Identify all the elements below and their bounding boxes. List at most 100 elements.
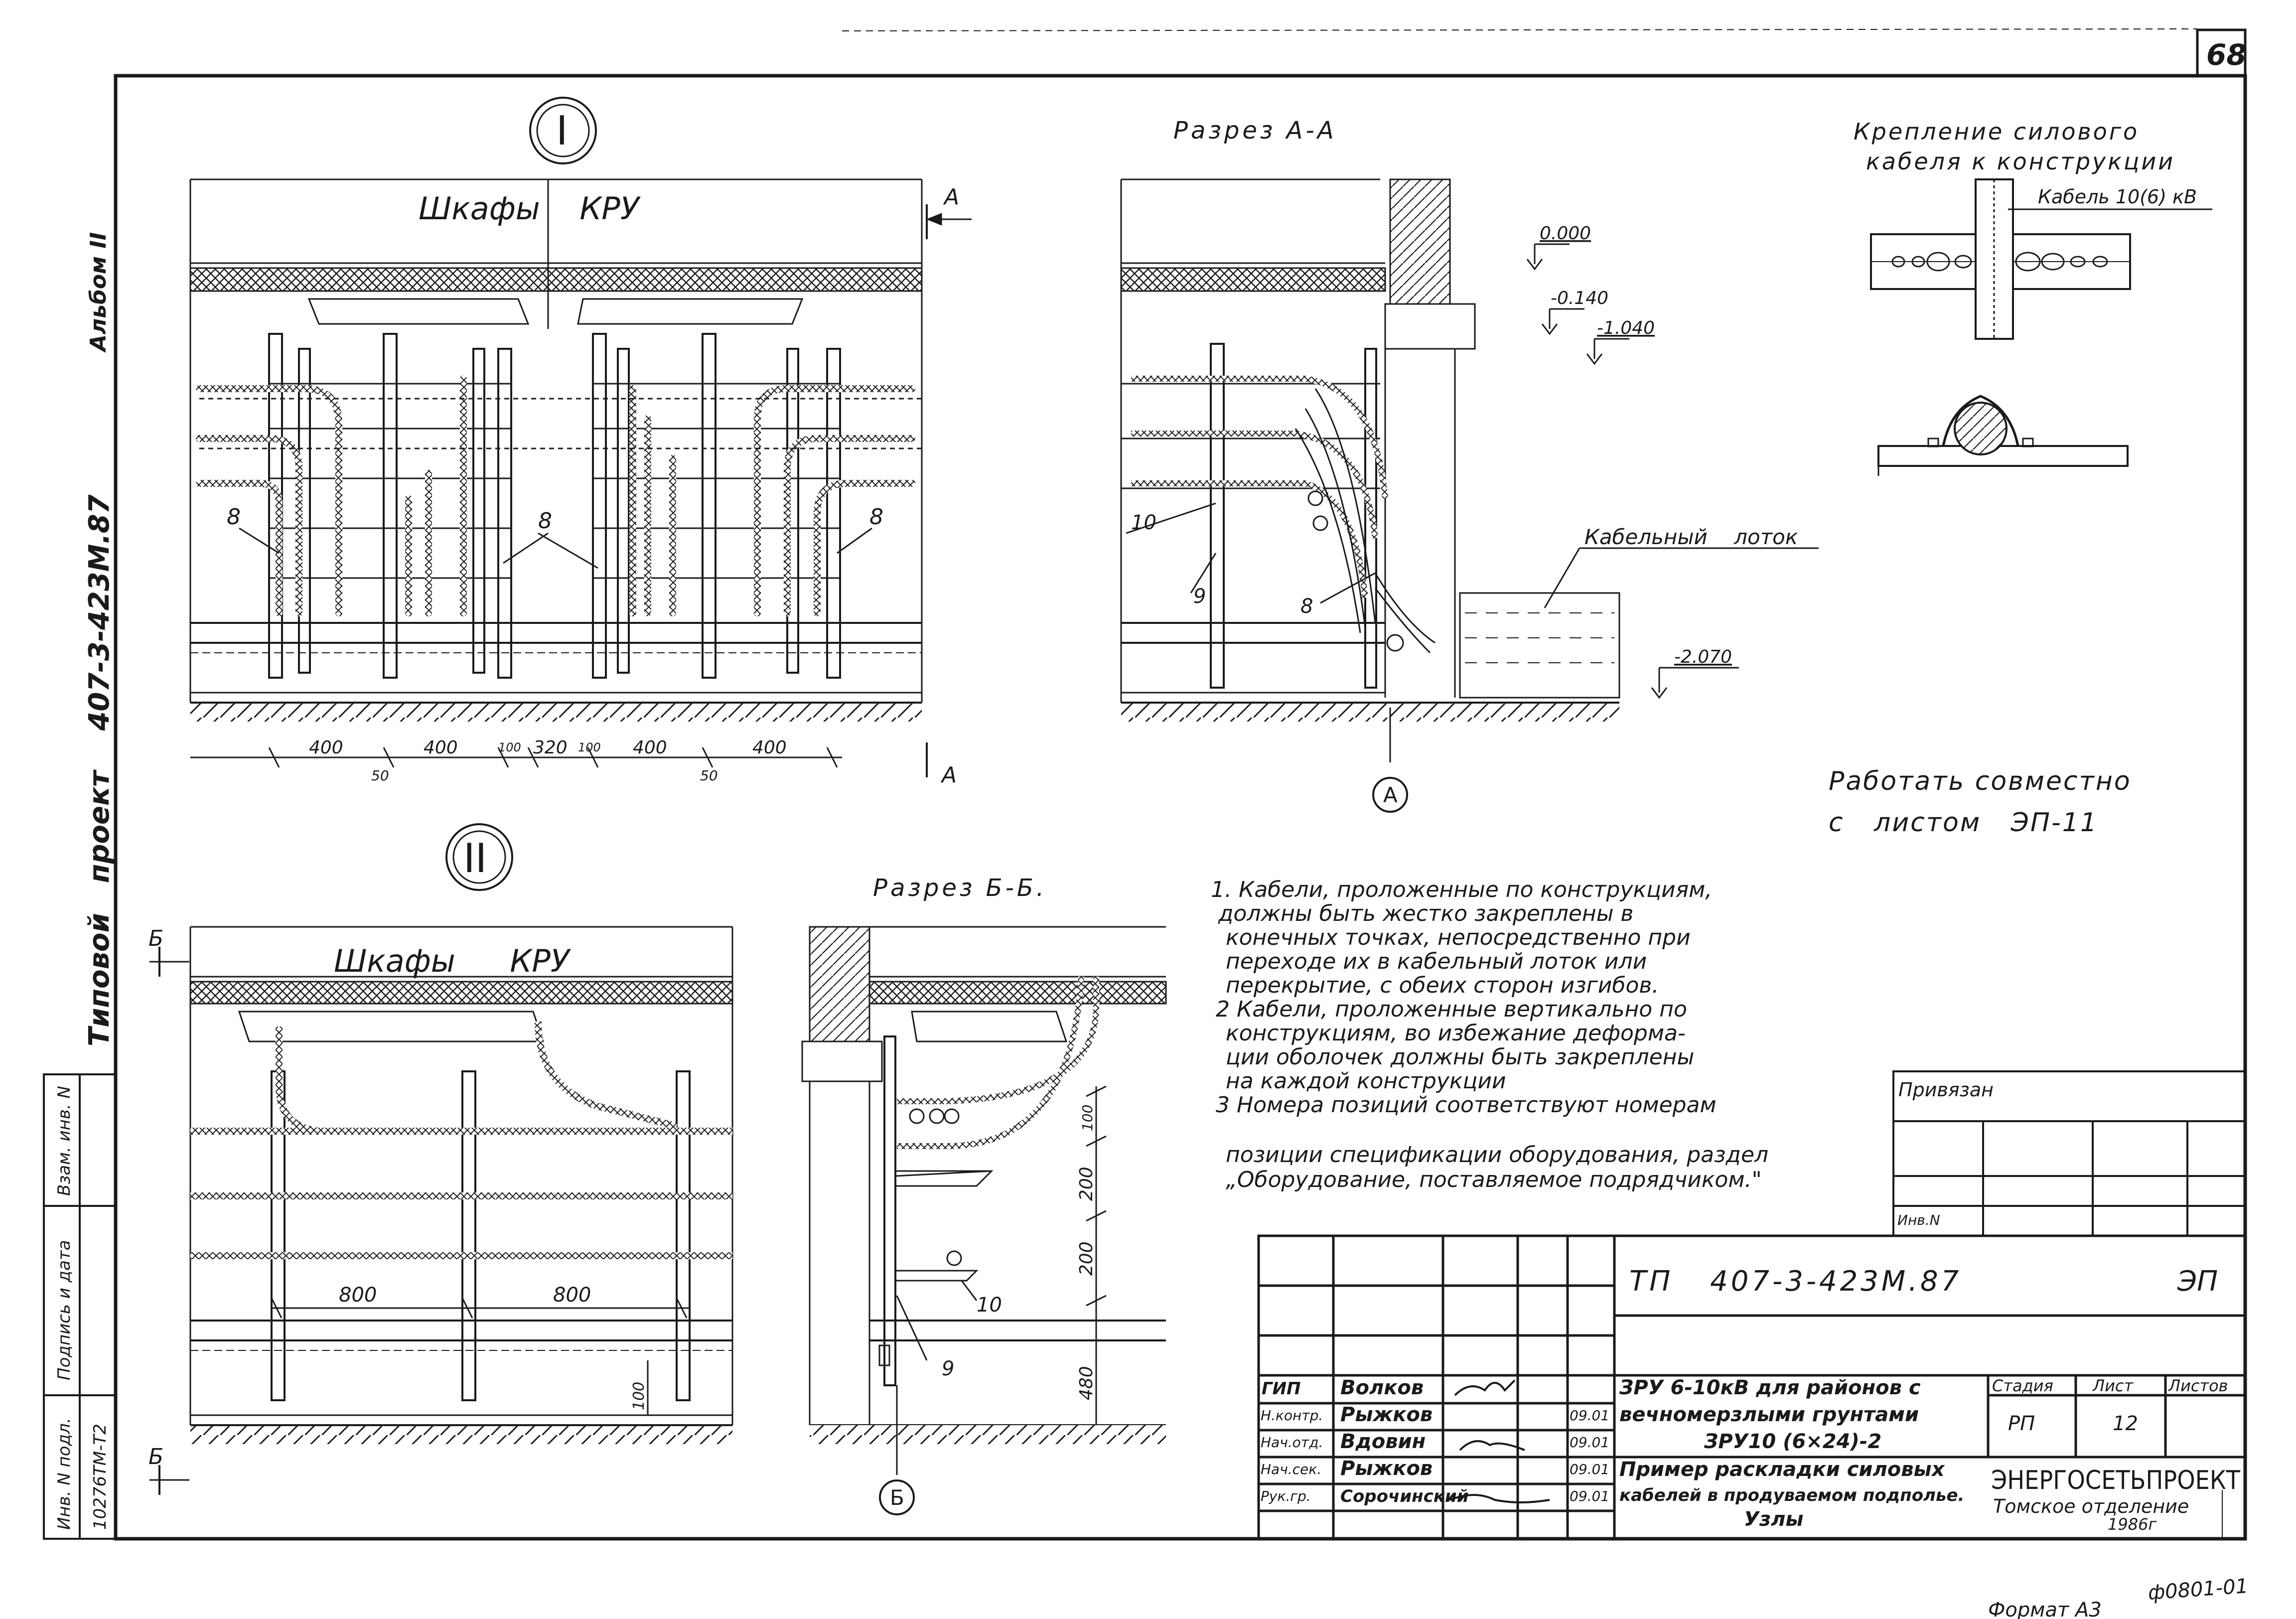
svg-text:480: 480 bbox=[1076, 1366, 1097, 1400]
section-b-callout-10: 10 bbox=[977, 1294, 1002, 1317]
svg-text:ции оболочек должны быть закре: ции оболочек должны быть закреплены bbox=[1226, 1044, 1694, 1070]
title-doc-code: ТП 407-3-423М.87 bbox=[1629, 1265, 1962, 1298]
view-2-section-mark-bottom: Б bbox=[148, 1444, 163, 1470]
view-2-dim-100: 100 bbox=[630, 1382, 648, 1410]
svg-text:перекрытие, с обеих сторон изг: перекрытие, с обеих сторон изгибов. bbox=[1226, 973, 1659, 998]
title-project-name: ЗРУ 6-10кВ для районов с вечномерзлыми г… bbox=[1619, 1376, 1921, 1453]
staff-role-5: Рук.гр. bbox=[1261, 1488, 1311, 1504]
staff-name-1: Волков bbox=[1340, 1376, 1424, 1399]
svg-text:Пример раскладки силовых: Пример раскладки силовых bbox=[1619, 1458, 1945, 1481]
svg-text:ЗРУ 6-10кВ для районов с: ЗРУ 6-10кВ для районов с bbox=[1619, 1376, 1921, 1399]
cable-10kv-label: Кабель 10(6) кВ bbox=[2038, 186, 2197, 208]
svg-text:на каждой конструкции: на каждой конструкции bbox=[1226, 1068, 1506, 1094]
section-b-marker: Б bbox=[890, 1485, 904, 1510]
svg-text:кабеля к конструкции: кабеля к конструкции bbox=[1866, 148, 2175, 175]
staff-date-5: 09.01 bbox=[1570, 1488, 1609, 1504]
svg-text:кабелей в продуваемом подполье: кабелей в продуваемом подполье. bbox=[1619, 1485, 1964, 1505]
fastening-detail-title: Крепление силового кабеля к конструкции bbox=[1854, 118, 2175, 175]
section-a-callout-10: 10 bbox=[1131, 511, 1156, 534]
svg-text:должны быть жестко закреплены: должны быть жестко закреплены в bbox=[1218, 901, 1633, 926]
section-b-dimensions: 100 200 200 480 bbox=[1076, 1105, 1097, 1400]
staff-name-4: Рыжков bbox=[1340, 1457, 1433, 1480]
view-1-marker: I bbox=[556, 108, 568, 154]
staff-role-1: ГИП bbox=[1262, 1379, 1301, 1399]
view-1-callout-1: 8 bbox=[227, 504, 241, 530]
svg-text:ЗРУ10 (6×24)-2: ЗРУ10 (6×24)-2 bbox=[1704, 1430, 1881, 1453]
svg-text:400: 400 bbox=[424, 737, 458, 758]
title-block bbox=[1257, 1234, 2247, 1540]
side-cell-inv-number: 10276ТМ-Т2 bbox=[90, 1424, 110, 1530]
section-b bbox=[801, 926, 1167, 1515]
staff-date-4: 09.01 bbox=[1570, 1461, 1609, 1477]
fastening-detail bbox=[1870, 178, 2212, 476]
svg-text:100: 100 bbox=[498, 740, 521, 754]
view-1-section-mark-bottom: А bbox=[940, 762, 957, 788]
section-a-title: Разрез А-А bbox=[1173, 117, 1337, 145]
svg-text:400: 400 bbox=[309, 737, 343, 758]
side-cell-replace-inv: Взам. инв. N bbox=[54, 1086, 74, 1196]
svg-text:позиции спецификации оборудова: позиции спецификации оборудования, разде… bbox=[1226, 1142, 1768, 1168]
view-1-section-mark-top: А bbox=[943, 184, 959, 210]
album-label: Альбом II bbox=[86, 232, 111, 353]
section-b-title: Разрез Б-Б. bbox=[873, 874, 1047, 902]
staff-name-2: Рыжков bbox=[1340, 1403, 1433, 1426]
staff-date-2: 09.01 bbox=[1570, 1407, 1609, 1424]
view-2-marker-circle bbox=[445, 823, 513, 891]
level-0140: -0.140 bbox=[1551, 288, 1608, 308]
level-1040: -1.040 bbox=[1597, 318, 1655, 338]
svg-text:1. Кабели, проложенные по конс: 1. Кабели, проложенные по конструкциям, bbox=[1211, 877, 1712, 902]
staff-role-2: Н.контр. bbox=[1261, 1407, 1323, 1424]
view-1-callout-2: 8 bbox=[538, 508, 552, 534]
org-branch: Томское отделение bbox=[1993, 1495, 2189, 1517]
side-strip: Альбом II Типовойпроект407-3-423М.87 Вза… bbox=[43, 232, 117, 1540]
work-together-note: Работать совместно с листом ЭП-11 bbox=[1829, 766, 2132, 838]
view-1-dimensions: 400 50 400 100 320 100 400 50 400 bbox=[309, 737, 787, 784]
svg-text:400: 400 bbox=[752, 737, 787, 758]
view-2-dim-800-left: 800 bbox=[339, 1284, 377, 1307]
svg-text:Работать совместно: Работать совместно bbox=[1829, 766, 2132, 796]
svg-text:100: 100 bbox=[1079, 1105, 1096, 1131]
title-sheet-name: Пример раскладки силовых кабелей в проду… bbox=[1619, 1458, 1964, 1531]
svg-text:„Оборудование, поставляемое по: „Оборудование, поставляемое подрядчиком.… bbox=[1226, 1167, 1762, 1192]
staff-name-5: Сорочинский bbox=[1340, 1486, 1469, 1506]
stage-value: РП bbox=[2008, 1412, 2035, 1435]
section-a bbox=[1120, 178, 1819, 813]
svg-text:100: 100 bbox=[578, 740, 601, 754]
view-2-marker: II bbox=[463, 835, 487, 882]
section-b-callout-9: 9 bbox=[942, 1357, 954, 1380]
format-label: Формат А3 bbox=[1988, 1599, 2102, 1619]
view-1-title: Шкафы КРУ bbox=[419, 190, 641, 227]
section-a-marker-circle bbox=[1372, 777, 1408, 813]
svg-text:конструкциям, во избежание деф: конструкциям, во избежание деформа- bbox=[1226, 1021, 1686, 1046]
svg-text:400: 400 bbox=[633, 737, 667, 758]
level-0000: 0.000 bbox=[1540, 223, 1591, 244]
level-2070: -2.070 bbox=[1674, 647, 1732, 667]
svg-text:2 Кабели, проложенные вертикал: 2 Кабели, проложенные вертикально по bbox=[1216, 997, 1687, 1022]
org-year: 1986г bbox=[2108, 1515, 2156, 1534]
view-2 bbox=[149, 823, 733, 1495]
general-notes: 1. Кабели, проложенные по конструкциям, … bbox=[1211, 877, 1768, 1192]
svg-text:320: 320 bbox=[533, 737, 568, 758]
staff-role-3: Нач.отд. bbox=[1261, 1434, 1323, 1451]
staff-name-3: Вдовин bbox=[1340, 1430, 1426, 1453]
view-2-title: Шкафы КРУ bbox=[334, 943, 572, 979]
section-a-callout-9: 9 bbox=[1193, 585, 1206, 608]
svg-text:200: 200 bbox=[1076, 1167, 1097, 1201]
view-1-marker-circle bbox=[529, 97, 597, 164]
view-2-dim-800-right: 800 bbox=[553, 1284, 591, 1307]
privyazan-label: Привязан bbox=[1898, 1079, 1994, 1101]
title-mark: ЭП bbox=[2177, 1265, 2218, 1298]
title-staff: ГИП Волков Н.контр. Рыжков 09.01 Нач.отд… bbox=[1261, 1376, 1609, 1506]
org-name: ЭНЕРГОСЕТЬПРОЕКТ bbox=[1991, 1466, 2240, 1495]
sheet-value: 12 bbox=[2113, 1412, 2138, 1435]
bottom-code: ф0801-01 bbox=[2147, 1575, 2249, 1605]
sheets-header: Листов bbox=[2168, 1376, 2228, 1395]
svg-text:с листом ЭП-11: с листом ЭП-11 bbox=[1829, 808, 2098, 838]
svg-text:Узлы: Узлы bbox=[1744, 1508, 1804, 1531]
svg-text:3 Номера позиций соответствуют: 3 Номера позиций соответствуют номерам bbox=[1216, 1092, 1717, 1118]
svg-text:200: 200 bbox=[1076, 1241, 1097, 1276]
title-signatures bbox=[1449, 1379, 1550, 1503]
project-type-label: Типовойпроект407-3-423М.87 bbox=[83, 494, 116, 1046]
sheet-header: Лист bbox=[2092, 1376, 2134, 1395]
